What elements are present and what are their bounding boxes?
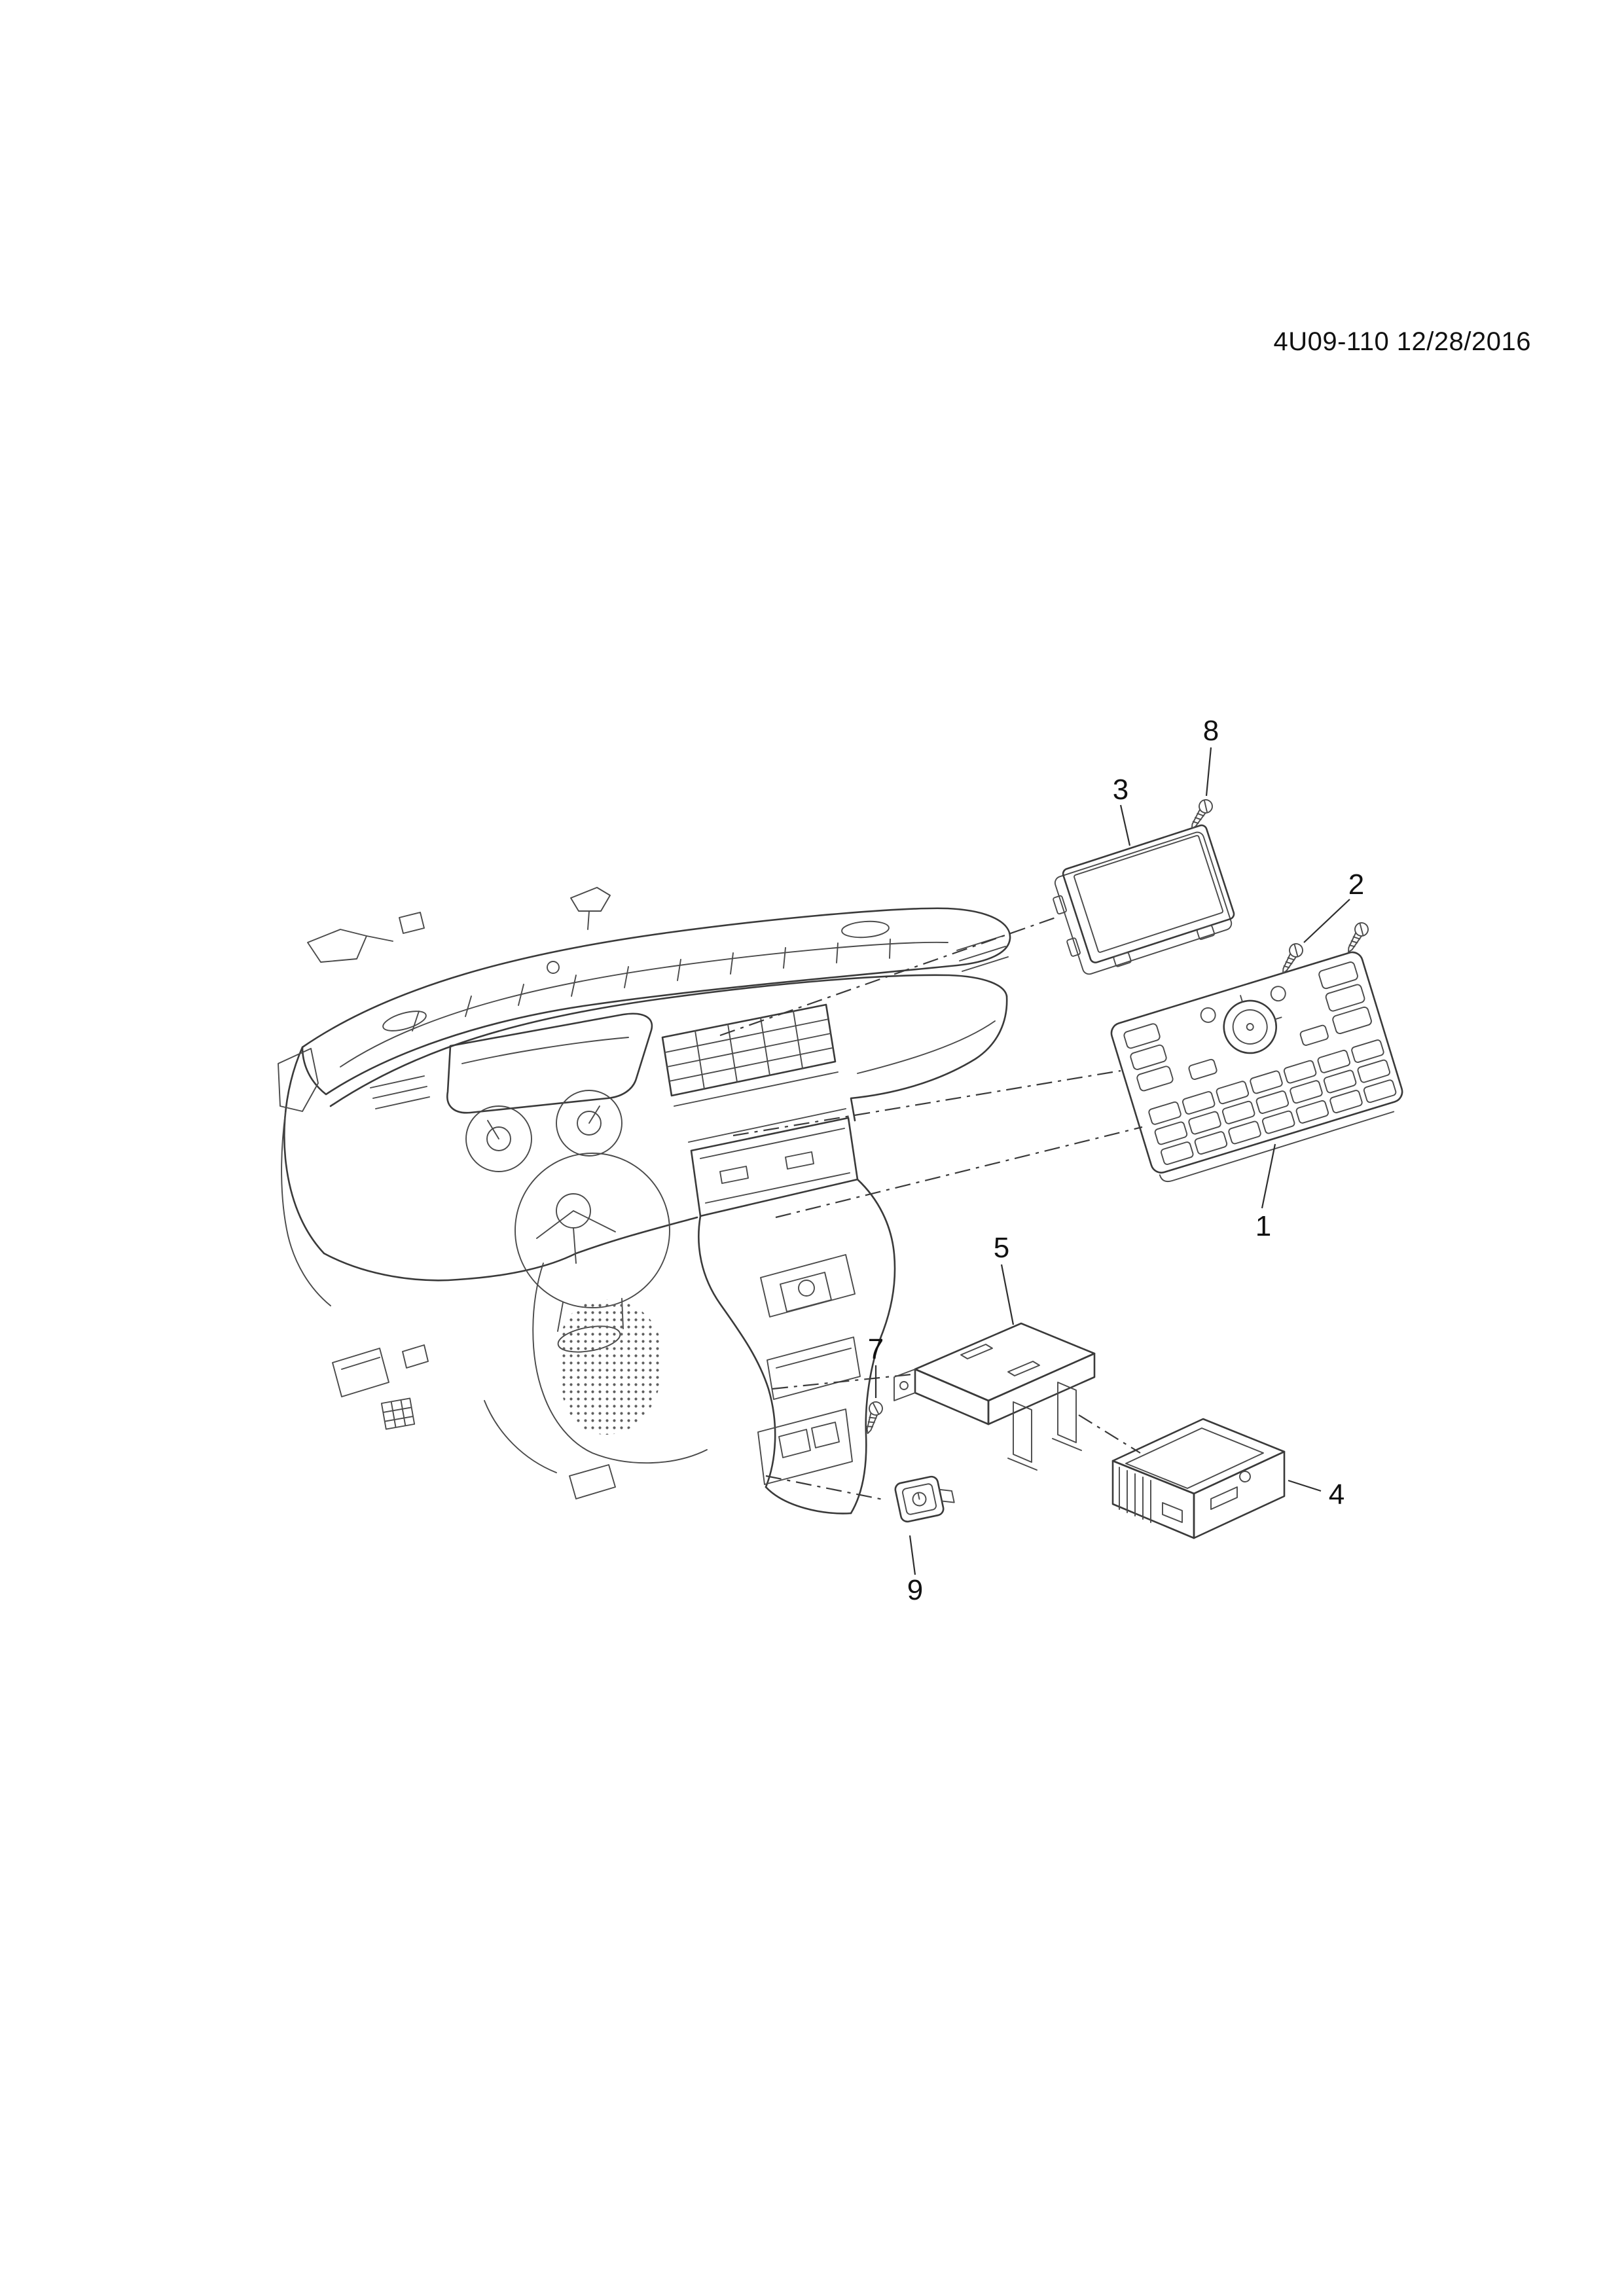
part-3-display-module: [1053, 824, 1235, 975]
center-air-vents: [661, 1003, 837, 1097]
mirror-mount-bracket: [307, 887, 611, 963]
part-9-accessory-switch: [894, 1475, 955, 1523]
callout-8: 8: [1203, 715, 1219, 747]
callout-5: 5: [994, 1232, 1009, 1264]
part-5-mounting-bracket: [893, 1322, 1096, 1471]
document-reference: 4U09-110 12/28/2016: [1273, 327, 1531, 356]
instrument-panel-drawing: [278, 887, 1011, 1515]
callout-7: 7: [868, 1333, 884, 1365]
part-1-control-faceplate: [1110, 951, 1403, 1183]
assembly-leader-lines: [719, 915, 1143, 1501]
instrument-cluster: [446, 1013, 653, 1172]
part-8-screw: [1185, 797, 1216, 833]
callout-4: 4: [1329, 1479, 1344, 1511]
callout-leader-lines: [875, 747, 1350, 1575]
callout-2: 2: [1348, 869, 1364, 901]
speaker-grille: [560, 1299, 663, 1435]
dash-fascia: [283, 935, 1009, 1282]
part-4-receiver-unit: [1111, 1418, 1286, 1539]
part-7-screw: [861, 1399, 885, 1437]
radio-opening: [674, 1071, 859, 1217]
callout-1: 1: [1255, 1210, 1271, 1242]
callout-labels: 1 2 3 4 5 7 8 9: [868, 715, 1364, 1606]
defroster-panel: [301, 907, 1011, 1096]
callout-9: 9: [907, 1574, 923, 1606]
left-structure-brackets: [278, 1048, 429, 1430]
callout-3: 3: [1113, 774, 1128, 806]
part-2-screw-b: [1342, 920, 1371, 956]
center-console: [484, 1178, 896, 1515]
